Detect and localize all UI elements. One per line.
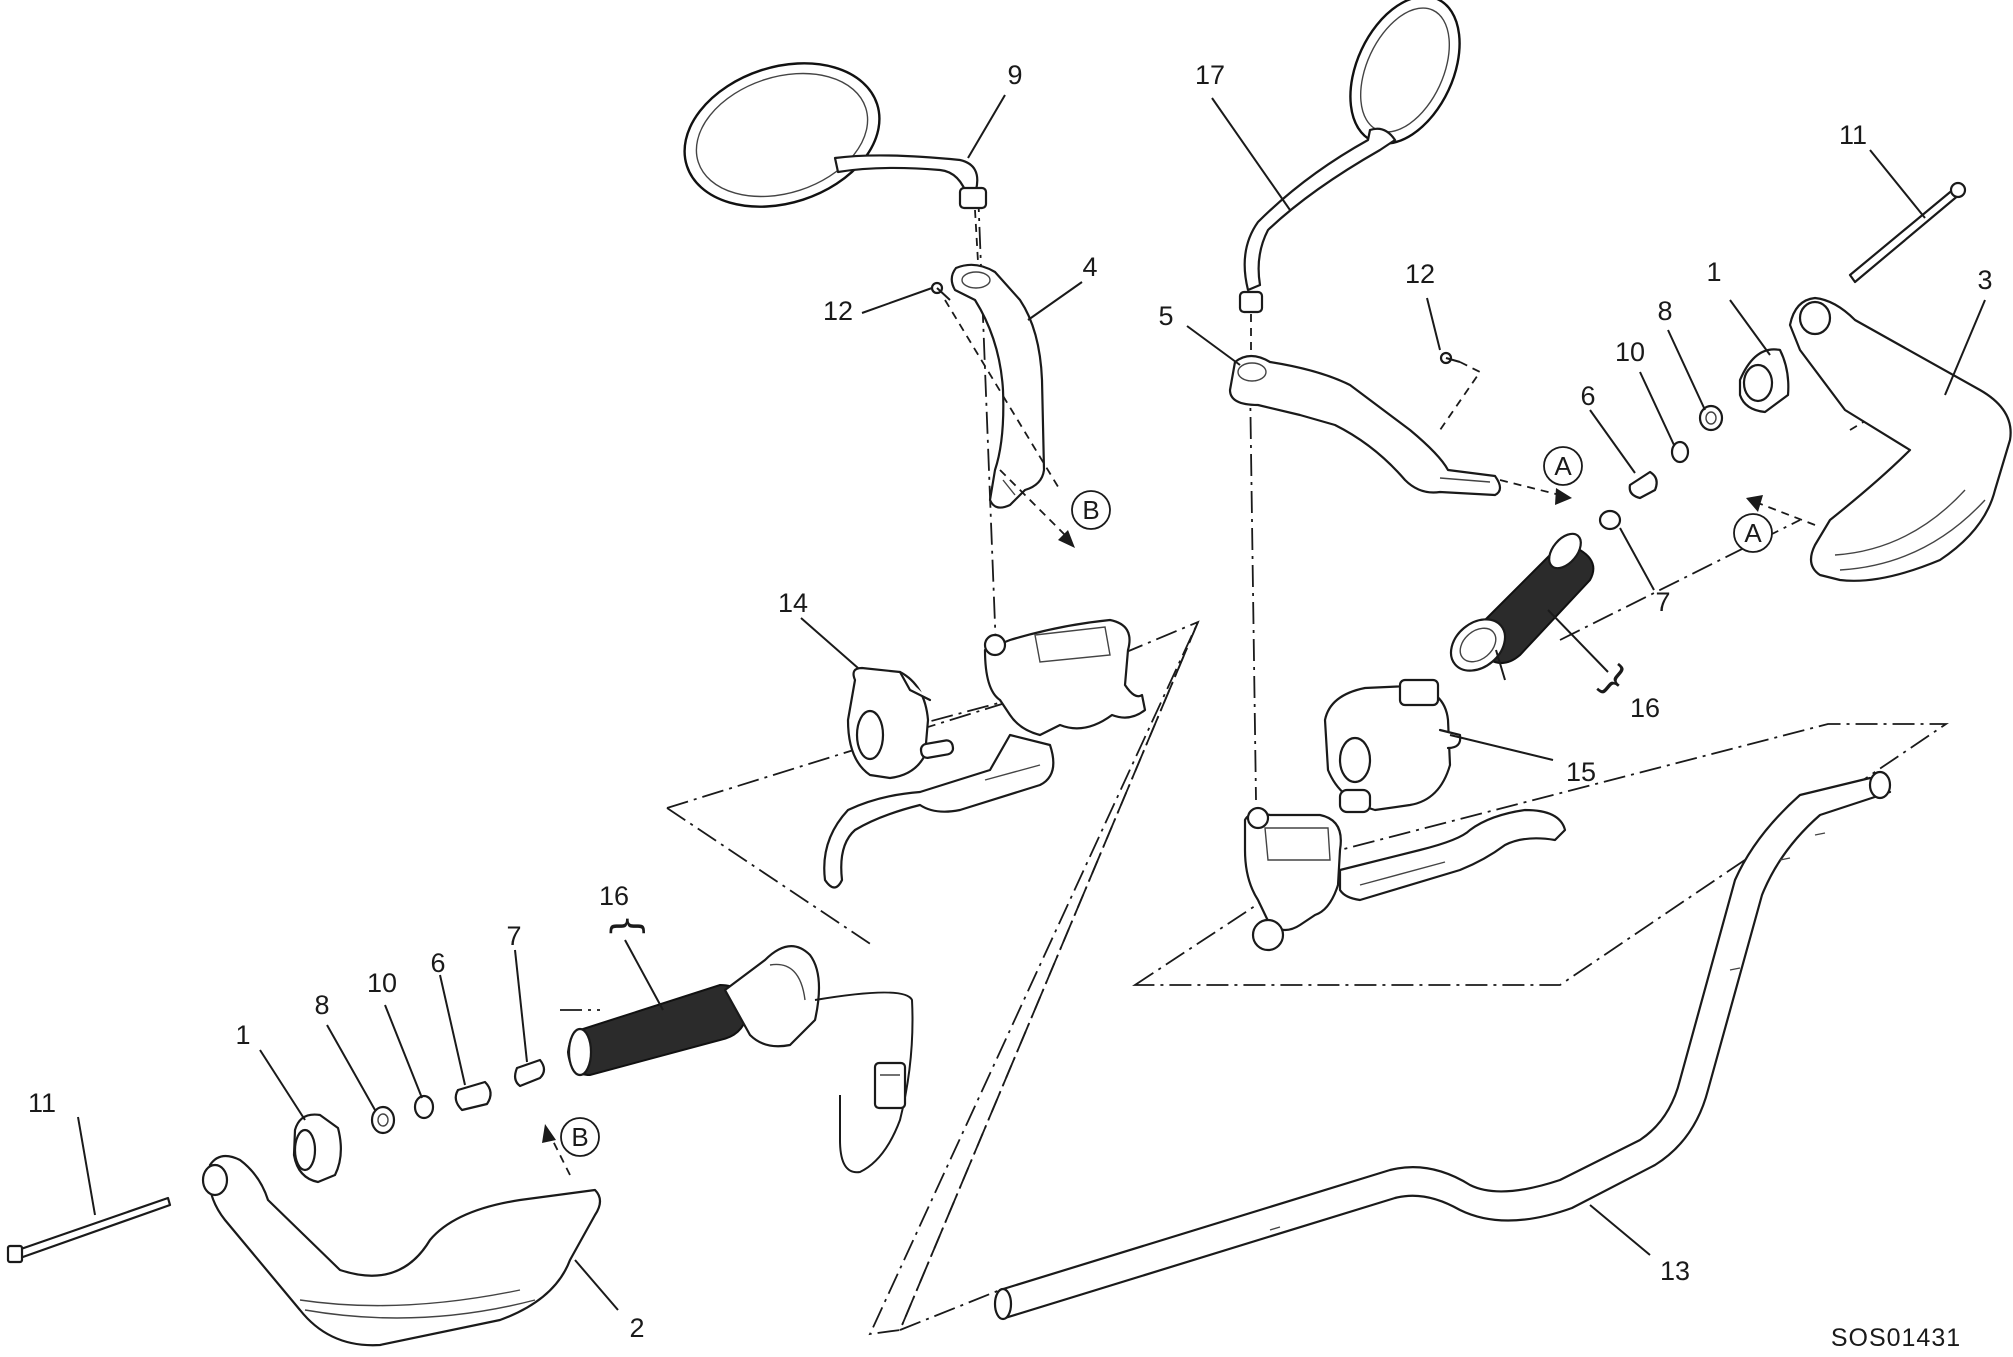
callout-14: 14 xyxy=(778,588,808,618)
right-bar-end-1 xyxy=(1738,348,1790,414)
drawing-code: SOS01431 xyxy=(1831,1324,1961,1352)
right-mirror-bracket xyxy=(1228,354,1502,497)
left-mirror-axis xyxy=(977,189,997,651)
right-hand-guard xyxy=(1788,296,2012,582)
callout-1-right: 1 xyxy=(1706,257,1721,287)
left-hand-guard xyxy=(201,1154,602,1347)
callout-12-left: 12 xyxy=(823,296,853,326)
callout-13: 13 xyxy=(1660,1256,1690,1286)
bar-area-outline xyxy=(899,1289,1001,1331)
callout-7-left: 7 xyxy=(506,921,521,951)
callout-9: 9 xyxy=(1007,60,1022,90)
callout-15: 15 xyxy=(1566,757,1596,787)
left-washer-8 xyxy=(370,1105,396,1135)
left-master-cylinder xyxy=(983,618,1147,737)
left-grip-zone-outline xyxy=(666,807,873,946)
left-switch-axis xyxy=(859,699,1011,741)
callout-10-right: 10 xyxy=(1615,337,1645,367)
ref-b-upper-label: B xyxy=(1082,495,1099,525)
ref-a-upper: A xyxy=(1543,446,1583,486)
left-spacer-7 xyxy=(513,1058,546,1088)
callout-8-left: 8 xyxy=(314,990,329,1020)
callout-7-right: 7 xyxy=(1655,587,1670,617)
right-spacer-6 xyxy=(1628,470,1658,500)
callout-11-right: 11 xyxy=(1839,120,1867,150)
left-clutch-lever xyxy=(823,733,1055,889)
left-diagonal-outline xyxy=(899,621,1199,1331)
ref-a-lower-label: A xyxy=(1744,518,1762,548)
left-mirror-bracket xyxy=(950,263,1046,509)
left-mirror xyxy=(683,62,988,263)
callout-4: 4 xyxy=(1082,252,1097,282)
callout-6-right: 6 xyxy=(1580,381,1595,411)
right-brake-lever xyxy=(1338,808,1567,902)
callout-2: 2 xyxy=(629,1313,644,1343)
arrow-b-upper xyxy=(999,469,1075,548)
callout-12-right: 12 xyxy=(1405,259,1435,289)
callout-6-left: 6 xyxy=(430,948,445,978)
right-grip-throttle xyxy=(1449,532,1595,681)
left-switch-housing xyxy=(846,666,955,780)
right-mirror-axis xyxy=(1249,379,1257,801)
ref-b-lower: B xyxy=(560,1117,600,1157)
leader-lines xyxy=(77,94,1986,1311)
callout-5: 5 xyxy=(1158,301,1173,331)
callout-16-left: 16 xyxy=(599,881,629,911)
ref-a-upper-label: A xyxy=(1554,451,1572,481)
ref-b-upper: B xyxy=(1071,490,1111,530)
callout-8-right: 8 xyxy=(1657,296,1672,326)
arrow-a-lower xyxy=(1746,495,1816,526)
ref-b-lower-label: B xyxy=(571,1122,588,1152)
left-grip-throttle xyxy=(566,945,914,1174)
left-assembly-outline xyxy=(666,620,1200,1336)
callout-16-right: 16 xyxy=(1630,693,1660,723)
left-spacer-6 xyxy=(454,1080,492,1112)
left-grip-brace: { xyxy=(607,914,651,938)
callout-11-left: 11 xyxy=(28,1088,56,1118)
right-mirror xyxy=(1238,0,1461,355)
left-washer-10 xyxy=(413,1094,435,1120)
arrow-b-lower xyxy=(542,1124,571,1176)
right-washer-10 xyxy=(1670,440,1690,464)
right-switch-housing xyxy=(1323,678,1462,814)
right-bracket-screw xyxy=(1439,351,1482,431)
callout-17: 17 xyxy=(1195,60,1225,90)
callout-10-left: 10 xyxy=(367,968,397,998)
right-grip-brace: { xyxy=(1589,658,1636,707)
callout-1-left: 1 xyxy=(235,1020,250,1050)
right-bolt-11 xyxy=(1848,181,1967,284)
ref-a-lower: A xyxy=(1733,513,1773,553)
handlebar xyxy=(993,770,1892,1321)
arrow-a-upper xyxy=(1499,479,1572,505)
right-master-cylinder xyxy=(1243,806,1342,952)
callout-3: 3 xyxy=(1977,265,1992,295)
right-spacer-7 xyxy=(1598,509,1622,531)
left-bolt-11 xyxy=(6,1196,172,1264)
left-bar-end-1 xyxy=(292,1113,342,1184)
right-washer-8 xyxy=(1698,404,1724,432)
